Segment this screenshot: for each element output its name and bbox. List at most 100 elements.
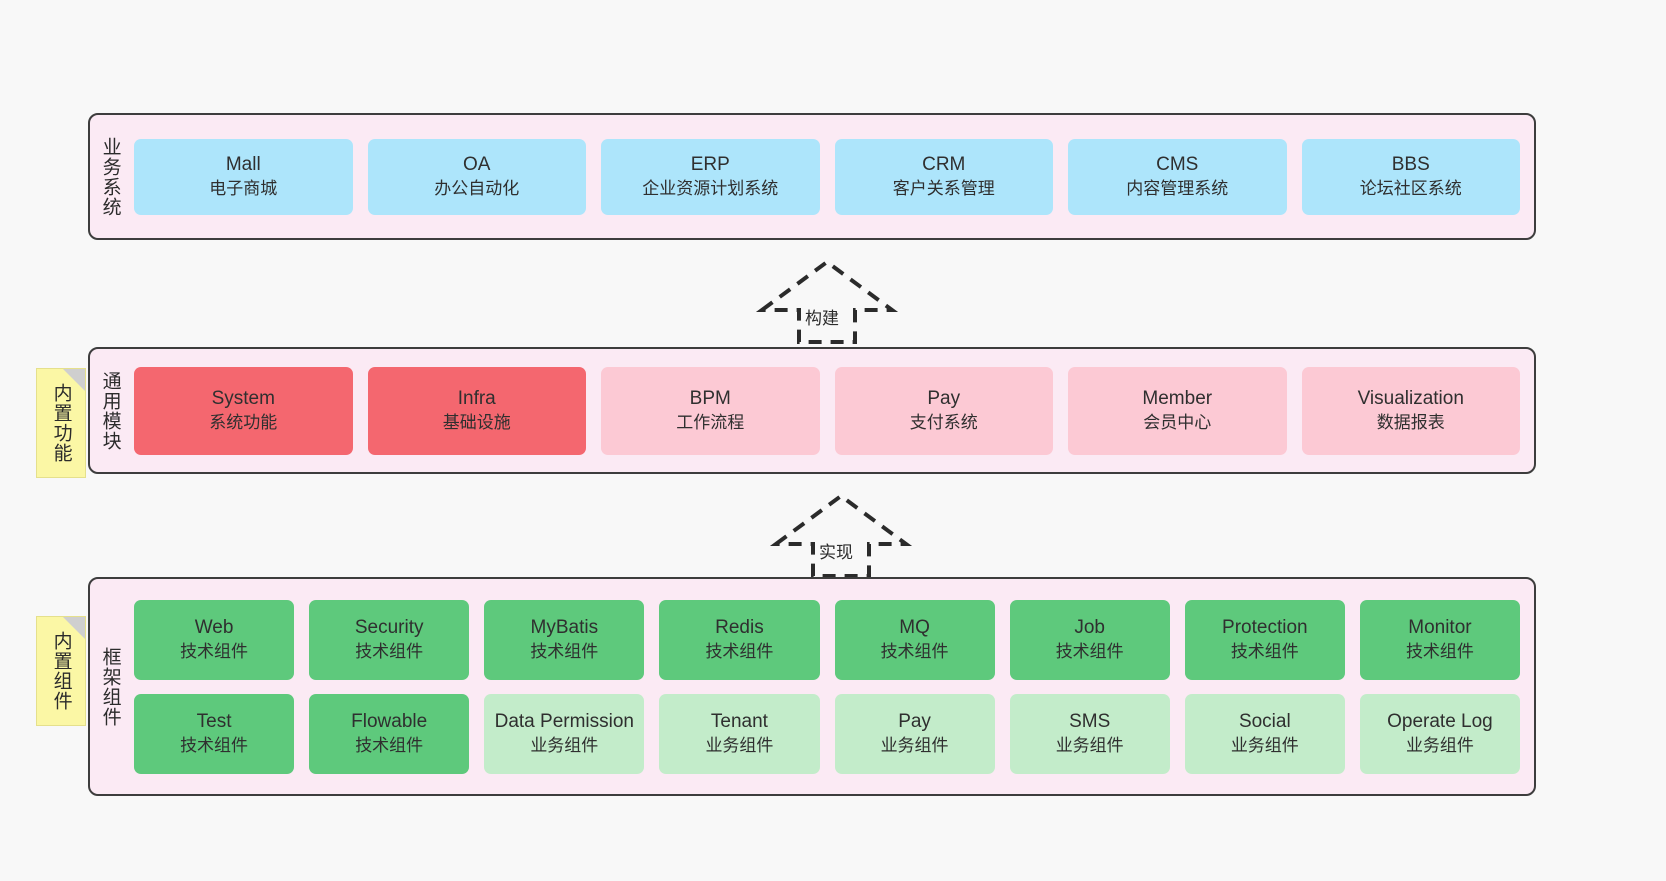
card-title: ERP (690, 154, 730, 176)
card-mybatis[interactable]: MyBatis 技术组件 (484, 599, 645, 680)
card-web[interactable]: Web 技术组件 (134, 599, 295, 680)
card-title: MyBatis (530, 617, 599, 639)
card-subtitle: 技术组件 (705, 641, 774, 661)
layer-title-common-modules: 通用模块 (99, 370, 121, 451)
card-title: Test (196, 711, 232, 733)
card-subtitle: 电子商城 (209, 178, 278, 198)
card-subtitle: 数据报表 (1376, 412, 1445, 432)
card-protection[interactable]: Protection 技术组件 (1184, 599, 1345, 680)
card-subtitle: 技术组件 (1055, 641, 1124, 661)
card-subtitle: 办公自动化 (434, 178, 520, 198)
card-subtitle: 系统功能 (209, 412, 278, 432)
card-subtitle: 技术组件 (180, 735, 249, 755)
card-title: Mall (225, 154, 261, 176)
card-title: Protection (1222, 617, 1308, 639)
card-subtitle: 业务组件 (1405, 735, 1474, 755)
card-system[interactable]: System 系统功能 (134, 366, 353, 455)
arrow-build: 构建 (755, 258, 899, 344)
card-subtitle: 业务组件 (705, 735, 774, 755)
layer-framework-components: 框架组件 Web 技术组件 Security 技术组件 MyBatis 技术组件… (88, 577, 1536, 796)
card-mq[interactable]: MQ 技术组件 (834, 599, 995, 680)
card-flowable[interactable]: Flowable 技术组件 (309, 693, 470, 774)
card-security[interactable]: Security 技术组件 (309, 599, 470, 680)
card-infra[interactable]: Infra 基础设施 (367, 366, 586, 455)
card-subtitle: 技术组件 (880, 641, 949, 661)
card-subtitle: 工作流程 (676, 412, 745, 432)
card-subtitle: 技术组件 (1230, 641, 1299, 661)
card-operate-log[interactable]: Operate Log 业务组件 (1359, 693, 1520, 774)
card-social[interactable]: Social 业务组件 (1184, 693, 1345, 774)
card-subtitle: 技术组件 (355, 735, 424, 755)
card-title: Data Permission (494, 711, 634, 733)
card-title: Flowable (351, 711, 428, 733)
card-pay-module[interactable]: Pay 支付系统 (834, 366, 1053, 455)
layer-business-system: 业务系统 Mall 电子商城 OA 办公自动化 ERP 企业资源计划系统 CRM… (88, 113, 1536, 240)
card-bbs[interactable]: BBS 论坛社区系统 (1301, 138, 1520, 215)
card-title: Pay (927, 388, 961, 410)
card-subtitle: 会员中心 (1143, 412, 1212, 432)
card-title: BBS (1391, 154, 1430, 176)
sticky-note-label: 内置功能 (50, 383, 72, 463)
card-title: Security (354, 617, 424, 639)
sticky-note-builtin-features: 内置功能 (36, 368, 86, 478)
card-subtitle: 技术组件 (530, 641, 599, 661)
layer-title-business-system: 业务系统 (99, 136, 121, 217)
card-redis[interactable]: Redis 技术组件 (659, 599, 820, 680)
card-cms[interactable]: CMS 内容管理系统 (1068, 138, 1287, 215)
card-mall[interactable]: Mall 电子商城 (134, 138, 353, 215)
business-row: Mall 电子商城 OA 办公自动化 ERP 企业资源计划系统 CRM 客户关系… (134, 138, 1520, 215)
arrow-implement-label: 实现 (819, 543, 853, 562)
card-subtitle: 业务组件 (1230, 735, 1299, 755)
card-title: Operate Log (1387, 711, 1493, 733)
arrow-implement: 实现 (769, 492, 913, 578)
card-bpm[interactable]: BPM 工作流程 (601, 366, 820, 455)
card-subtitle: 业务组件 (530, 735, 599, 755)
card-title: Monitor (1408, 617, 1472, 639)
card-subtitle: 企业资源计划系统 (642, 178, 779, 198)
card-title: Web (194, 617, 234, 639)
card-monitor[interactable]: Monitor 技术组件 (1359, 599, 1520, 680)
modules-row: System 系统功能 Infra 基础设施 BPM 工作流程 Pay 支付系统… (134, 366, 1520, 455)
card-sms[interactable]: SMS 业务组件 (1009, 693, 1170, 774)
card-title: Job (1074, 617, 1105, 639)
framework-row-technical: Web 技术组件 Security 技术组件 MyBatis 技术组件 Redi… (134, 599, 1520, 680)
arrow-build-label: 构建 (805, 309, 839, 328)
card-oa[interactable]: OA 办公自动化 (367, 138, 586, 215)
card-title: System (211, 388, 275, 410)
card-visualization[interactable]: Visualization 数据报表 (1301, 366, 1520, 455)
card-tenant[interactable]: Tenant 业务组件 (659, 693, 820, 774)
card-subtitle: 业务组件 (1055, 735, 1124, 755)
card-subtitle: 论坛社区系统 (1359, 178, 1462, 198)
card-data-permission[interactable]: Data Permission 业务组件 (484, 693, 645, 774)
card-subtitle: 技术组件 (180, 641, 249, 661)
card-title: BPM (689, 388, 731, 410)
card-title: OA (463, 154, 491, 176)
card-title: Pay (898, 711, 931, 733)
card-title: MQ (899, 617, 930, 639)
card-subtitle: 技术组件 (1405, 641, 1474, 661)
card-title: Tenant (710, 711, 768, 733)
card-subtitle: 技术组件 (355, 641, 424, 661)
sticky-note-builtin-components: 内置组件 (36, 616, 86, 726)
card-title: Social (1238, 711, 1291, 733)
card-title: SMS (1069, 711, 1111, 733)
card-title: Infra (457, 388, 496, 410)
card-title: Member (1142, 388, 1213, 410)
card-subtitle: 基础设施 (442, 412, 511, 432)
sticky-note-label: 内置组件 (50, 631, 72, 711)
card-title: Redis (715, 617, 764, 639)
card-subtitle: 业务组件 (880, 735, 949, 755)
card-pay-component[interactable]: Pay 业务组件 (834, 693, 995, 774)
layer-common-modules: 通用模块 System 系统功能 Infra 基础设施 BPM 工作流程 Pay… (88, 347, 1536, 474)
framework-row-business: Test 技术组件 Flowable 技术组件 Data Permission … (134, 693, 1520, 774)
card-subtitle: 客户关系管理 (892, 178, 995, 198)
card-erp[interactable]: ERP 企业资源计划系统 (601, 138, 820, 215)
card-subtitle: 内容管理系统 (1126, 178, 1229, 198)
card-member[interactable]: Member 会员中心 (1068, 366, 1287, 455)
card-job[interactable]: Job 技术组件 (1009, 599, 1170, 680)
card-test[interactable]: Test 技术组件 (134, 693, 295, 774)
card-title: CRM (922, 154, 966, 176)
card-crm[interactable]: CRM 客户关系管理 (834, 138, 1053, 215)
layer-body-framework-components: Web 技术组件 Security 技术组件 MyBatis 技术组件 Redi… (130, 579, 1534, 794)
